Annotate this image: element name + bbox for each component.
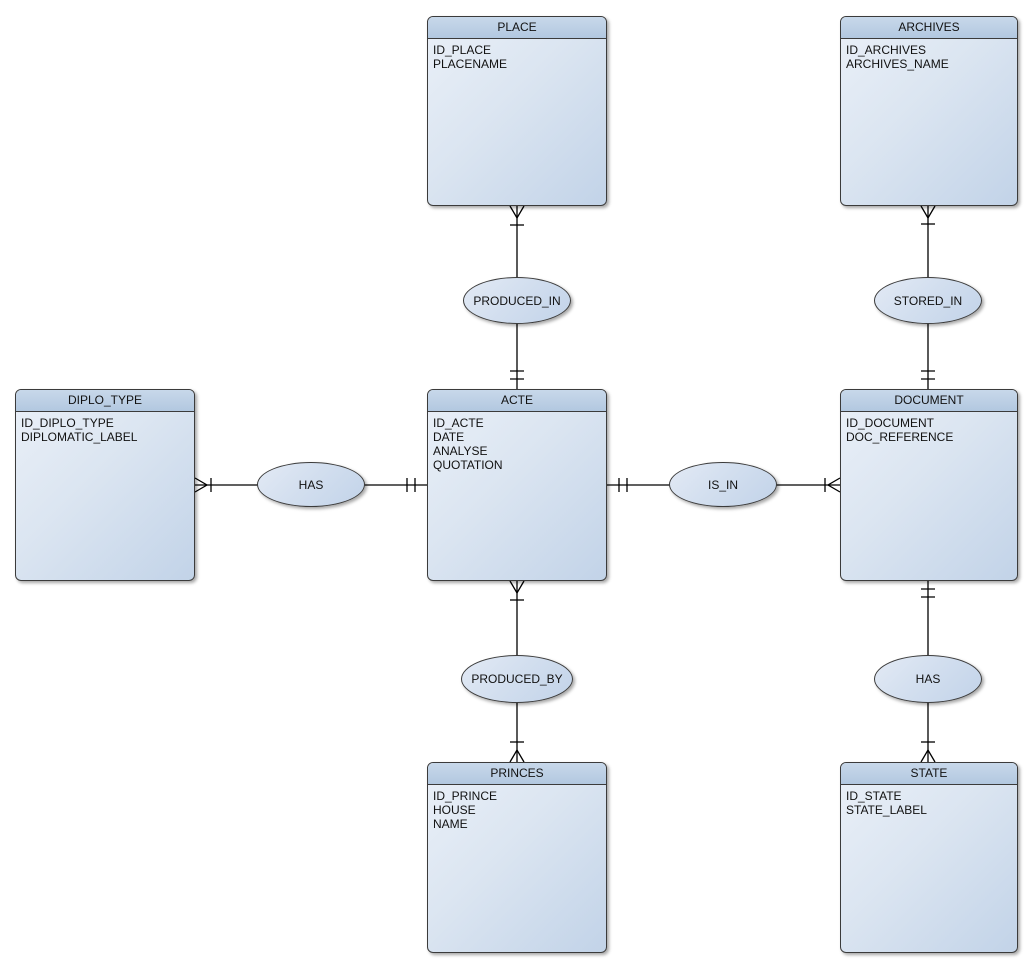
attribute: DATE (433, 430, 465, 444)
relationship-label: PRODUCED_BY (471, 672, 563, 686)
entity-title: PRINCES (428, 763, 606, 785)
entity-title: STATE (841, 763, 1017, 785)
relationship-stored-in[interactable]: STORED_IN (874, 277, 982, 324)
entity-state[interactable]: STATE ID_STATE STATE_LABEL (840, 762, 1018, 953)
entity-archives[interactable]: ARCHIVES ID_ARCHIVES ARCHIVES_NAME (840, 16, 1018, 206)
entity-attribute-list: ID_DIPLO_TYPE DIPLOMATIC_LABEL (16, 412, 194, 448)
attribute: ARCHIVES_NAME (846, 57, 949, 71)
relationship-produced-in[interactable]: PRODUCED_IN (463, 277, 571, 324)
relationship-label: HAS (915, 672, 941, 686)
crow-foot-marker (509, 580, 525, 595)
relationship-label: PRODUCED_IN (473, 293, 561, 308)
entity-attribute-list: ID_ACTE DATE ANALYSE QUOTATION (428, 412, 606, 476)
entity-title: DOCUMENT (841, 390, 1017, 412)
entity-place[interactable]: PLACE ID_PLACE PLACENAME (427, 16, 607, 206)
entity-title: ARCHIVES (841, 17, 1017, 39)
attribute: DOC_REFERENCE (846, 430, 954, 444)
attribute: ANALYSE (433, 444, 488, 458)
entity-document[interactable]: DOCUMENT ID_DOCUMENT DOC_REFERENCE (840, 389, 1018, 581)
relationship-label: HAS (298, 477, 324, 492)
relationship-produced-by[interactable]: PRODUCED_BY (461, 655, 573, 703)
relationship-label: STORED_IN (893, 293, 963, 308)
double-bar-marker (921, 588, 935, 598)
double-bar-marker (406, 478, 416, 492)
crow-foot-marker (920, 748, 936, 763)
attribute: QUOTATION (433, 458, 503, 472)
attribute: ID_PLACE (433, 43, 492, 57)
crow-foot-marker (194, 477, 209, 493)
crow-foot-marker (509, 205, 525, 220)
relationship-has-diplotype-acte[interactable]: HAS (257, 462, 365, 507)
relationship-is-in[interactable]: IS_IN (669, 462, 777, 507)
attribute: ID_ACTE (433, 416, 484, 430)
attribute: ID_ARCHIVES (846, 43, 927, 57)
entity-princes[interactable]: PRINCES ID_PRINCE HOUSE NAME (427, 762, 607, 953)
attribute: ID_STATE (846, 789, 902, 803)
attribute: ID_PRINCE (433, 789, 498, 803)
crow-foot-marker (509, 748, 525, 763)
double-bar-marker (510, 370, 524, 380)
crow-foot-marker (920, 205, 936, 220)
entity-attribute-list: ID_DOCUMENT DOC_REFERENCE (841, 412, 1017, 448)
entity-title: PLACE (428, 17, 606, 39)
entity-acte[interactable]: ACTE ID_ACTE DATE ANALYSE QUOTATION (427, 389, 607, 581)
crow-foot-marker (826, 477, 841, 493)
entity-attribute-list: ID_STATE STATE_LABEL (841, 785, 1017, 821)
attribute: STATE_LABEL (846, 803, 927, 817)
attribute: PLACENAME (433, 57, 508, 71)
attribute: HOUSE (433, 803, 476, 817)
double-bar-marker (921, 370, 935, 380)
entity-attribute-list: ID_PRINCE HOUSE NAME (428, 785, 606, 835)
entity-title: ACTE (428, 390, 606, 412)
relationship-has-document-state[interactable]: HAS (874, 655, 982, 703)
attribute: ID_DOCUMENT (846, 416, 935, 430)
double-bar-marker (618, 478, 628, 492)
entity-attribute-list: ID_PLACE PLACENAME (428, 39, 606, 75)
entity-diplo-type[interactable]: DIPLO_TYPE ID_DIPLO_TYPE DIPLOMATIC_LABE… (15, 389, 195, 581)
attribute: ID_DIPLO_TYPE (21, 416, 114, 430)
attribute: NAME (433, 817, 468, 831)
relationship-label: IS_IN (707, 477, 738, 492)
entity-title: DIPLO_TYPE (16, 390, 194, 412)
attribute: DIPLOMATIC_LABEL (21, 430, 138, 444)
entity-attribute-list: ID_ARCHIVES ARCHIVES_NAME (841, 39, 1017, 75)
